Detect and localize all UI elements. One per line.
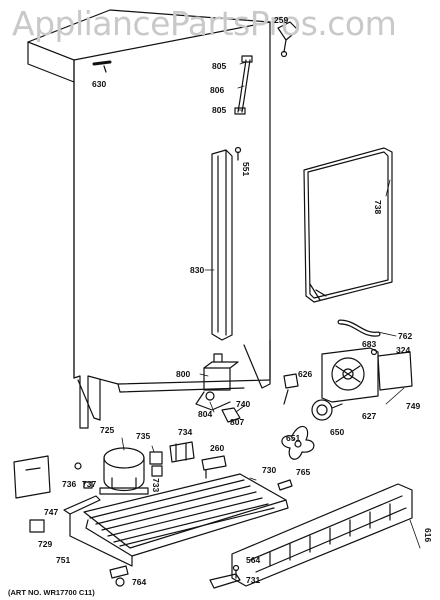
callout-733: 733 [151,478,161,493]
tube-762 [337,319,381,337]
callout-734: 734 [178,427,193,437]
relay-735 [149,451,163,477]
callout-259: 259 [274,15,289,25]
callout-762: 762 [398,331,413,341]
callout-807: 807 [230,417,245,427]
callout-730: 730 [262,465,277,475]
callout-765: 765 [296,467,311,477]
clip-630 [92,60,112,73]
callout-747: 747 [44,507,59,517]
hinge-259 [277,21,299,58]
grille-616 [231,483,413,587]
part-626 [283,373,299,405]
gasket-738 [303,147,393,303]
bracket-260 [201,455,227,479]
callout-651: 651 [286,433,301,443]
watermark: AppliancePartsPros.com [12,4,397,43]
bracket-731 [209,573,241,589]
callout-683: 683 [362,339,377,349]
screw-551 [234,146,242,161]
callout-736: 736 [62,479,77,489]
start-components-734 [169,441,195,463]
callout-830: 830 [190,265,205,275]
callout-805-upper: 805 [212,61,227,71]
callout-650: 650 [330,427,345,437]
callout-551: 551 [241,162,251,177]
part-729 [29,519,45,533]
callout-627: 627 [362,411,377,421]
callout-806: 806 [210,85,225,95]
callout-725: 725 [100,425,115,435]
callout-738: 738 [373,200,383,215]
mullion-830 [211,149,233,341]
callout-324: 324 [396,345,411,355]
callout-630: 630 [92,79,107,89]
fan-blade-651 [281,425,315,460]
cover-747 [13,455,51,499]
valve-800 [195,353,239,411]
panel-749 [370,348,413,391]
fan-shroud-627 [321,347,379,403]
tube-assembly-805-806 [234,55,253,115]
leader-lines [121,61,421,549]
callout-737: 737 [82,479,97,489]
clip-765 [277,479,293,491]
callout-616: 616 [423,528,433,543]
fan-motor-650 [311,399,343,421]
callout-564: 564 [246,555,261,565]
compressor-725 [99,447,149,495]
callout-626: 626 [298,369,313,379]
foot-764 [109,565,129,587]
callout-729: 729 [38,539,53,549]
callout-764: 764 [132,577,147,587]
clip-737 [83,481,93,489]
callout-804: 804 [198,409,213,419]
callout-805-lower: 805 [212,105,227,115]
callout-800: 800 [176,369,191,379]
callout-731: 731 [246,575,261,585]
base-pan-751 [63,495,133,567]
callout-735: 735 [136,431,151,441]
callout-740: 740 [236,399,251,409]
cabinet [27,9,271,429]
callout-749: 749 [406,401,421,411]
bracket-740 [221,407,241,423]
art-number: (ART NO. WR17700 C11) [8,588,95,597]
callout-260: 260 [210,443,225,453]
grommet-736 [74,462,82,470]
callout-751: 751 [56,555,71,565]
